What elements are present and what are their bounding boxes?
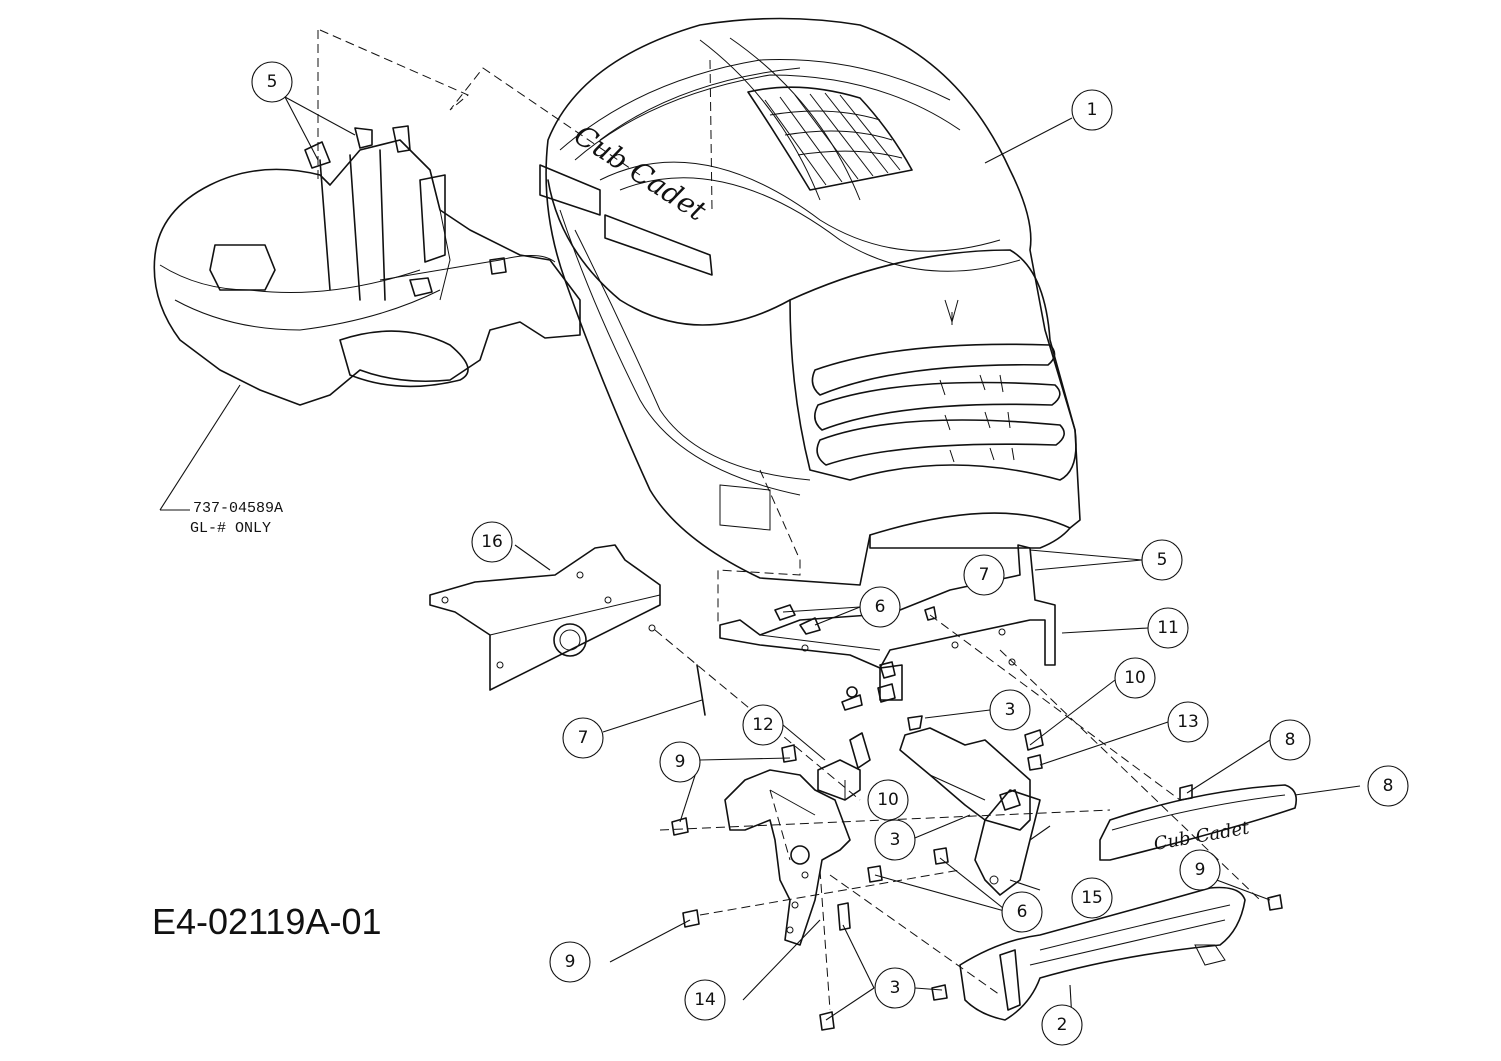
svg-text:5: 5: [1157, 550, 1168, 570]
svg-text:5: 5: [267, 72, 278, 92]
leader-lines: [159, 96, 1361, 1021]
dash-panel-part: [153, 125, 581, 406]
svg-text:3: 3: [890, 978, 901, 998]
hardware-pieces: [671, 604, 1283, 1031]
callout-10-right: 10: [1114, 657, 1156, 699]
callout-14: 14: [684, 979, 726, 1021]
callout-6-lower: 6: [1001, 891, 1043, 933]
svg-text:12: 12: [752, 715, 774, 735]
hood-part: Cub Cadet: [539, 17, 1081, 586]
callout-bracket-clip: 5: [1141, 539, 1183, 581]
svg-text:9: 9: [675, 752, 686, 772]
trim-logo-text: Cub Cadet: [1152, 817, 1251, 855]
bracket-12-part: [817, 732, 871, 801]
assembly-guide-lines: [317, 29, 1261, 1011]
callout-8-right: 8: [1269, 719, 1311, 761]
callout-9-lower: 9: [549, 941, 591, 983]
svg-text:8: 8: [1285, 730, 1296, 750]
callout-3-center: 3: [874, 819, 916, 861]
svg-text:10: 10: [1124, 668, 1146, 688]
callout-15: 15: [1071, 877, 1113, 919]
hood-front-grille: [789, 249, 1077, 481]
callout-6-trim: 8: [1367, 765, 1409, 807]
svg-text:15: 15: [1081, 888, 1103, 908]
svg-text:14: 14: [694, 990, 716, 1010]
callout-3-upper: 3: [989, 689, 1031, 731]
svg-text:3: 3: [1005, 700, 1016, 720]
svg-text:6: 6: [875, 597, 886, 617]
callout-3-lower: 3: [874, 967, 916, 1009]
arm-15-part: [974, 789, 1041, 896]
callout-12: 12: [742, 704, 784, 746]
svg-text:3: 3: [890, 830, 901, 850]
hood-top-vent: [747, 86, 913, 191]
callout-9-bumper: 9: [1179, 849, 1221, 891]
part-note: 737-04589A GL-# ONLY: [160, 500, 283, 537]
callouts: 1 5 5 16 7 11 6 7 3 10 13: [251, 61, 1409, 1046]
svg-text:11: 11: [1157, 618, 1179, 638]
note-line-2: GL-# ONLY: [190, 520, 271, 537]
svg-text:7: 7: [578, 728, 589, 748]
grille-trim-part: Cub Cadet: [1099, 784, 1298, 861]
callout-dash-clip: 5: [251, 61, 293, 103]
callout-hood: 1: [1071, 89, 1113, 131]
svg-text:13: 13: [1177, 712, 1199, 732]
callout-pin-7: 7: [562, 717, 604, 759]
callout-bumper-2: 2: [1041, 1004, 1083, 1046]
svg-text:9: 9: [1195, 860, 1206, 880]
svg-text:6: 6: [1017, 902, 1028, 922]
bracket-16-part: [429, 544, 661, 691]
svg-text:7: 7: [979, 565, 990, 585]
svg-text:9: 9: [565, 952, 576, 972]
bracket-14-part: [724, 769, 851, 946]
callout-7-upper: 7: [963, 554, 1005, 596]
svg-text:2: 2: [1057, 1015, 1068, 1035]
note-line-1: 737-04589A: [193, 500, 283, 517]
svg-text:1: 1: [1087, 100, 1098, 120]
callout-10-center: 10: [867, 779, 909, 821]
callout-9-left: 9: [659, 741, 701, 783]
callout-bracket-11: 11: [1147, 607, 1189, 649]
callout-6-upper: 6: [859, 586, 901, 628]
callout-13: 13: [1167, 701, 1209, 743]
callout-bracket-16: 16: [471, 521, 513, 563]
bumper-part: [959, 886, 1246, 1021]
svg-text:8: 8: [1383, 776, 1394, 796]
svg-text:16: 16: [481, 532, 503, 552]
bracket-13-part: [899, 727, 1031, 831]
drawing-code: E4-02119A-01: [152, 901, 382, 942]
svg-text:10: 10: [877, 790, 899, 810]
